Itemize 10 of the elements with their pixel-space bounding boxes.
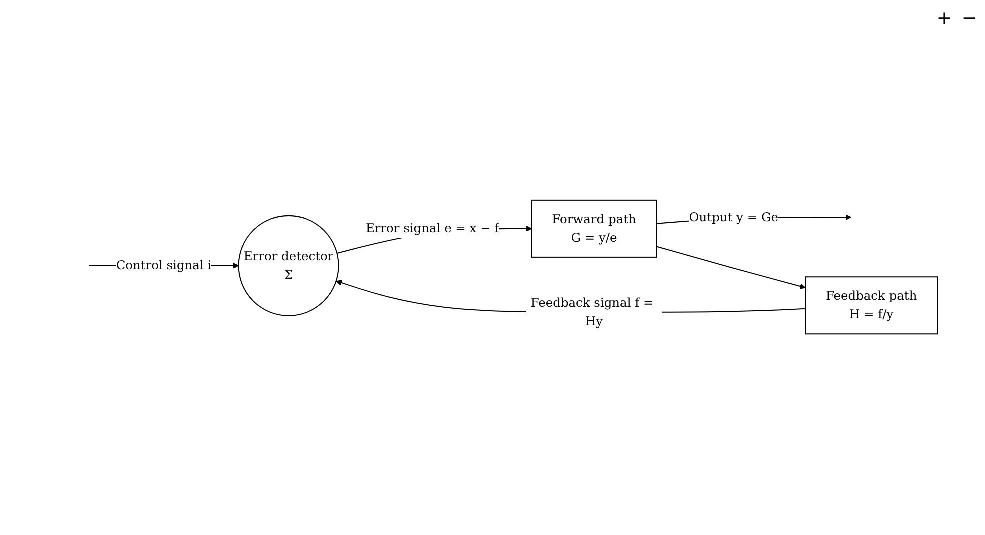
arrow <box>656 246 806 290</box>
edge-label: Control signal i <box>116 259 212 274</box>
sign-label: + <box>936 8 952 29</box>
edge-label: Output y = Ge <box>688 210 778 225</box>
node-box: Forward path G = y/e <box>530 200 657 258</box>
node-circle: Error detector Σ <box>238 216 339 317</box>
edge-label: Error signal e = x − f <box>365 222 499 236</box>
edge-label: Feedback signal f = Hy <box>530 296 654 329</box>
node-box: Feedback path H = f/y <box>804 276 938 335</box>
sign-label: − <box>962 8 977 29</box>
